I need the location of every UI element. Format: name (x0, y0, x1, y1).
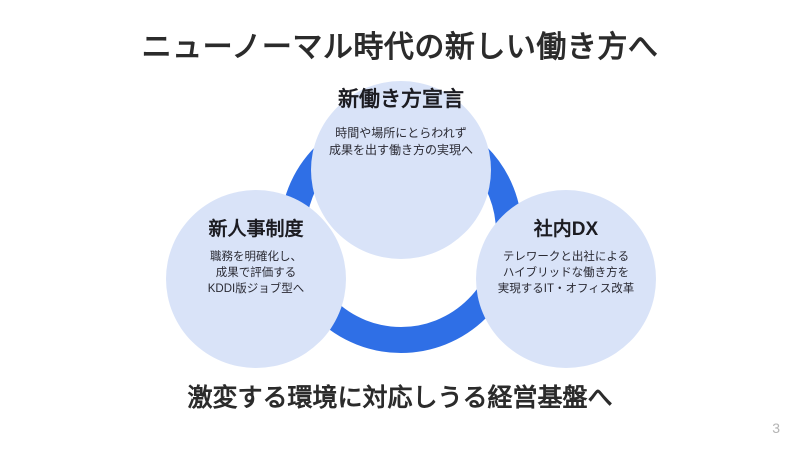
cycle-diagram: 新働き方宣言 時間や場所にとらわれず 成果を出す働き方の実現へ 新人事制度 職務… (0, 70, 800, 370)
cycle-node-top-title: 新働き方宣言 (338, 88, 464, 111)
cycle-node-right-description: テレワークと出社による ハイブリッドな働き方を 実現するIT・オフィス改革 (446, 250, 686, 298)
cycle-node-left-description: 職務を明確化し、 成果で評価する KDDI版ジョブ型へ (136, 250, 376, 298)
page-number: 3 (772, 420, 780, 436)
node-circle-right (476, 190, 656, 368)
cycle-node-top[interactable]: 新働き方宣言 時間や場所にとらわれず 成果を出す働き方の実現へ (281, 88, 521, 158)
cycle-node-right-description-line: ハイブリッドな働き方を (502, 266, 630, 279)
node-circle-left (166, 190, 346, 368)
page-title: ニューノーマル時代の新しい働き方へ (141, 31, 659, 64)
cycle-node-left-description-line: KDDI版ジョブ型へ (207, 282, 305, 295)
node-circle-top (311, 81, 491, 259)
cycle-node-right-title: 社内DX (533, 219, 599, 240)
cycle-node-left[interactable]: 新人事制度 職務を明確化し、 成果で評価する KDDI版ジョブ型へ (136, 219, 376, 298)
cycle-node-left-description-line: 職務を明確化し、 (210, 250, 302, 263)
cycle-node-left-title: 新人事制度 (208, 219, 304, 240)
cycle-node-right-description-line: 実現するIT・オフィス改革 (497, 282, 635, 295)
cycle-node-top-description: 時間や場所にとらわれず 成果を出す働き方の実現へ (281, 125, 521, 158)
cycle-node-top-description-line: 成果を出す働き方の実現へ (328, 142, 473, 157)
cycle-node-right[interactable]: 社内DX テレワークと出社による ハイブリッドな働き方を 実現するIT・オフィス… (446, 219, 686, 298)
cycle-node-top-description-line: 時間や場所にとらわれず (335, 126, 467, 141)
conclusion-text: 激変する環境に対応しうる経営基盤へ (187, 384, 613, 412)
cycle-diagram-graphic (166, 81, 656, 368)
cycle-node-right-description-line: テレワークと出社による (502, 250, 630, 263)
cycle-node-left-description-line: 成果で評価する (215, 266, 297, 279)
